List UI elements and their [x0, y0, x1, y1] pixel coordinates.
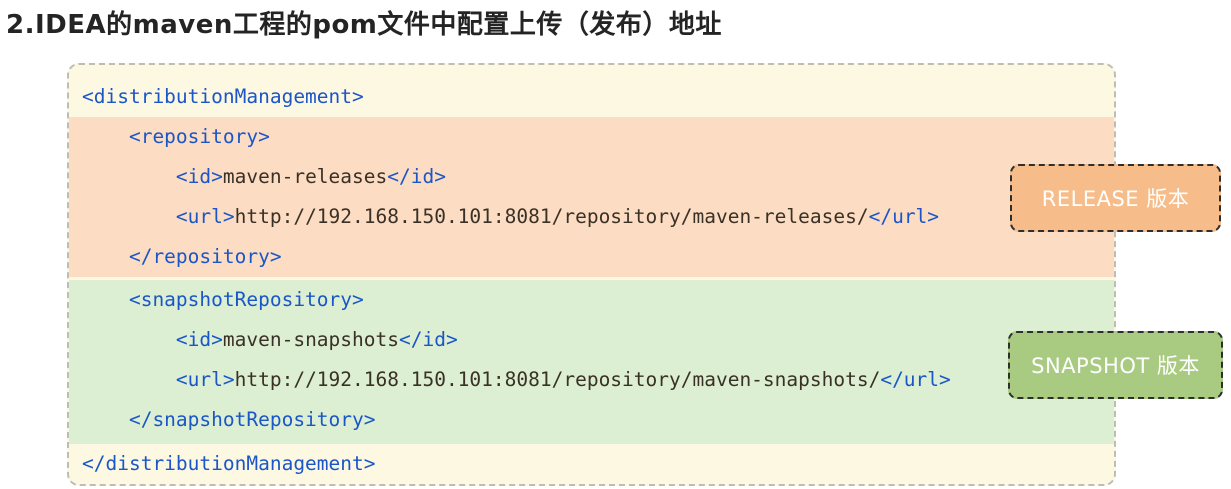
xml-tag-token: </snapshotRepository> — [82, 408, 376, 431]
xml-text-token: maven-releases — [222, 165, 388, 188]
code-line: <repository> — [69, 117, 1114, 157]
xml-tag-token: </url> — [868, 205, 940, 228]
xml-tag-token: <distributionManagement> — [82, 85, 364, 108]
xml-tag-token: </repository> — [82, 245, 282, 268]
xml-tag-token: </distributionManagement> — [82, 452, 376, 475]
code-line: </distributionManagement> — [69, 444, 1114, 484]
xml-tag-token: <id> — [82, 165, 223, 188]
code-line: <url>http://192.168.150.101:8081/reposit… — [69, 197, 1114, 237]
xml-tag-token: </url> — [880, 368, 951, 391]
code-line: <distributionManagement> — [69, 77, 1114, 117]
xml-text-token: http://192.168.150.101:8081/repository/m… — [234, 368, 881, 391]
xml-tag-token: <url> — [82, 205, 235, 228]
code-line: </repository> — [69, 237, 1114, 277]
xml-tag-token: </id> — [399, 328, 458, 351]
xml-tag-token: </id> — [387, 165, 446, 188]
code-line: <url>http://192.168.150.101:8081/reposit… — [69, 360, 1114, 400]
distribution-management-close: </distributionManagement> — [69, 444, 1114, 484]
release-version-badge: RELEASE 版本 — [1010, 164, 1221, 232]
code-line: <id>maven-releases</id> — [69, 157, 1114, 197]
code-line: </snapshotRepository> — [69, 400, 1114, 440]
code-line: <snapshotRepository> — [69, 280, 1114, 320]
snapshot-version-badge: SNAPSHOT 版本 — [1008, 331, 1223, 399]
pom-code-block: <distributionManagement> <repository> <i… — [67, 63, 1116, 486]
xml-text-token: maven-snapshots — [222, 328, 399, 351]
xml-tag-token: <id> — [82, 328, 223, 351]
release-repository: <repository> <id>maven-releases</id> <ur… — [69, 117, 1114, 277]
snapshot-version-badge-label: SNAPSHOT 版本 — [1031, 354, 1200, 378]
distribution-management-open: <distributionManagement> — [69, 77, 1114, 117]
xml-text-token: http://192.168.150.101:8081/repository/m… — [234, 205, 869, 228]
xml-tag-token: <snapshotRepository> — [82, 288, 364, 311]
page-title: 2.IDEA的maven工程的pom文件中配置上传（发布）地址 — [6, 10, 722, 40]
xml-tag-token: <url> — [82, 368, 235, 391]
code-line: <id>maven-snapshots</id> — [69, 320, 1114, 360]
xml-tag-token: <repository> — [82, 125, 270, 148]
snapshot-repository: <snapshotRepository> <id>maven-snapshots… — [69, 280, 1114, 444]
release-version-badge-label: RELEASE 版本 — [1041, 187, 1190, 211]
